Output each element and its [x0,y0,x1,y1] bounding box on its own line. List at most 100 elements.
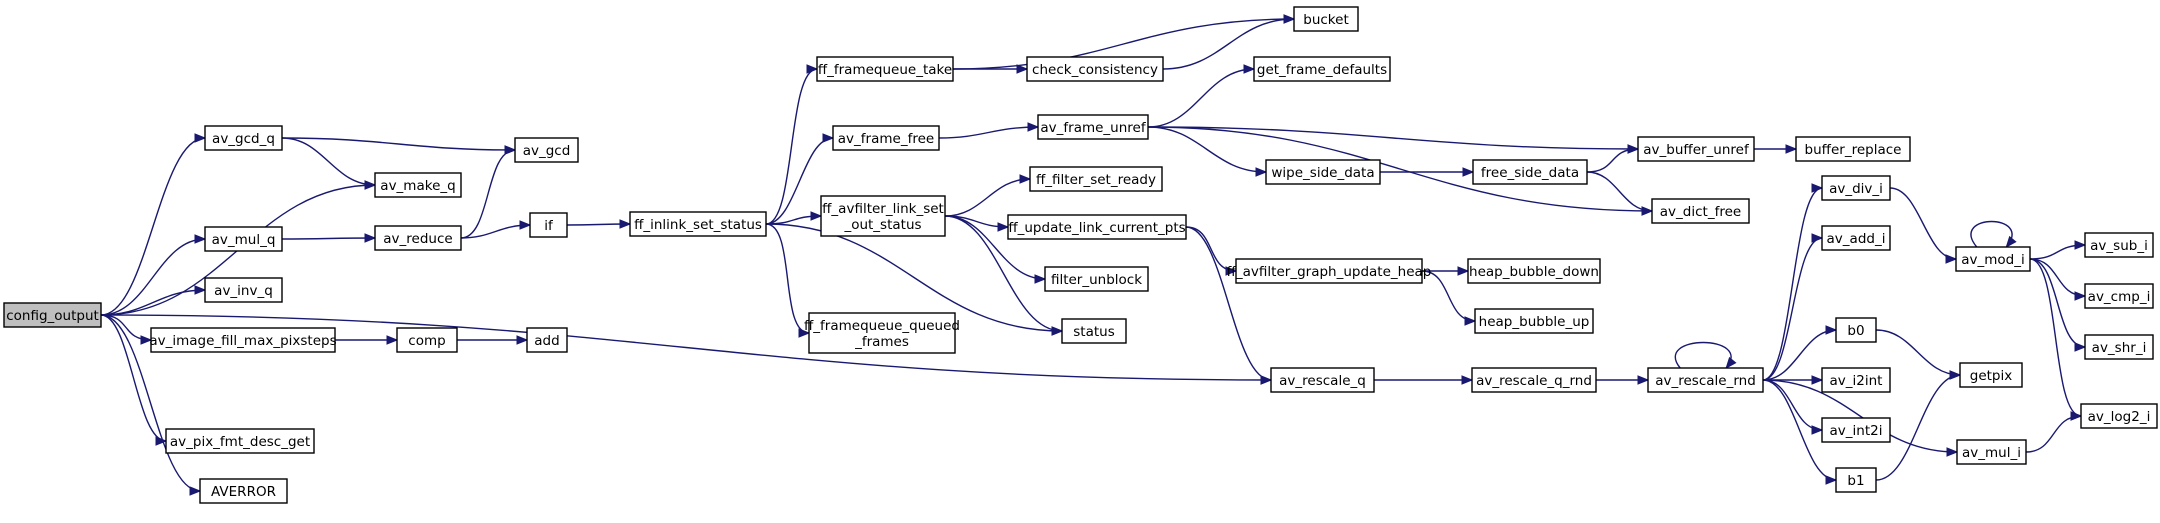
edge-arrowhead [2074,240,2087,250]
edge-line [2029,258,2086,348]
edge-config_output-to-av_gcd_q [100,133,207,316]
node-filter_unblock[interactable]: filter_unblock [1044,266,1149,292]
node-av_rescale_q[interactable]: av_rescale_q [1270,367,1375,393]
node-av_gcd_q[interactable]: av_gcd_q [204,125,283,151]
node-ff_framequeue_queued_frames[interactable]: ff_framequeue_queued_frames [804,312,960,354]
node-ff_avfilter_graph_update_heap[interactable]: ff_avfilter_graph_update_heap [1227,258,1432,284]
node-av_mod_i[interactable]: av_mod_i [1955,246,2031,272]
node-av_mul_q[interactable]: av_mul_q [204,226,283,252]
edge-line [1147,126,1639,150]
edge-av_buffer_unref-to-buffer_replace [1753,144,1798,154]
node-label: av_shr_i [2092,340,2147,356]
node-getpix[interactable]: getpix [1959,362,2023,388]
edge-line [1147,68,1255,128]
node-av_dict_free[interactable]: av_dict_free [1651,198,1750,224]
node-label: av_int2i [1830,423,1883,439]
node-ff_filter_set_ready[interactable]: ff_filter_set_ready [1029,166,1163,192]
edge-arrowhead [1027,122,1040,132]
edge-arrowhead [519,220,532,230]
node-heap_bubble_up[interactable]: heap_bubble_up [1474,308,1594,334]
node-box [808,312,956,354]
edge-av_mod_i-to-av_log2_i [2029,258,2083,421]
node-label: ff_avfilter_link_set [822,201,944,217]
node-av_div_i[interactable]: av_div_i [1821,175,1891,201]
node-av_int2i[interactable]: av_int2i [1821,417,1891,443]
node-comp[interactable]: comp [396,327,458,353]
nodes-layer: config_output av_gcd_q av_gcd av_make_q av_m… [3,6,2158,504]
edge-arrowhead [1637,375,1650,385]
edge-arrowhead [1641,206,1654,216]
node-config_output[interactable]: config_output [3,302,102,328]
node-av_cmp_i[interactable]: av_cmp_i [2084,283,2154,309]
node-av_sub_i[interactable]: av_sub_i [2084,232,2154,258]
node-wipe_side_data[interactable]: wipe_side_data [1265,159,1381,185]
edge-arrowhead [504,145,517,155]
node-av_shr_i[interactable]: av_shr_i [2084,334,2154,360]
node-label: av_cmp_i [2088,289,2151,305]
node-av_rescale_q_rnd[interactable]: av_rescale_q_rnd [1471,367,1597,393]
edge-arrowhead [1811,233,1824,243]
edge-arrowhead [1016,64,1029,74]
node-box [1471,367,1597,393]
node-av_frame_unref[interactable]: av_frame_unref [1037,114,1149,140]
node-b1[interactable]: b1 [1835,467,1877,493]
edge-ff_update_link_current_pts-to-av_rescale_q [1185,226,1273,385]
node-box [816,56,954,82]
node-label: av_rescale_rnd [1655,373,1756,389]
edge-line [1889,187,1957,260]
node-ff_inlink_set_status[interactable]: ff_inlink_set_status [629,211,767,237]
node-add[interactable]: add [526,327,568,353]
node-av_i2int[interactable]: av_i2int [1821,367,1891,393]
edge-line [100,314,167,442]
edge-ff_inlink_set_status-to-ff_framequeue_queued_frames [765,223,811,338]
node-av_gcd[interactable]: av_gcd [514,137,579,163]
node-box [1821,175,1891,201]
node-av_inv_q[interactable]: av_inv_q [204,277,283,303]
node-ff_avfilter_link_set_out_status[interactable]: ff_avfilter_link_set_out_status [820,195,946,237]
node-status[interactable]: status [1061,318,1127,344]
node-if[interactable]: if [529,212,568,238]
node-free_side_data[interactable]: free_side_data [1472,159,1588,185]
node-av_mul_i[interactable]: av_mul_i [1956,439,2027,465]
node-b0[interactable]: b0 [1835,317,1877,343]
node-box [1265,159,1381,185]
node-box [529,212,568,238]
node-label: add [534,333,559,349]
node-av_buffer_unref[interactable]: av_buffer_unref [1637,136,1755,162]
node-box [204,277,283,303]
edge-arrowhead [194,133,207,143]
node-av_add_i[interactable]: av_add_i [1821,225,1891,251]
node-heap_bubble_down[interactable]: heap_bubble_down [1467,258,1601,284]
node-bucket[interactable]: bucket [1293,6,1359,32]
node-buffer_replace[interactable]: buffer_replace [1795,136,1911,162]
node-box [396,327,458,353]
node-box [514,137,579,163]
edge-if-to-ff_inlink_set_status [566,219,632,229]
edge-line [1674,341,1732,369]
node-av_reduce[interactable]: av_reduce [374,225,462,251]
edge-arrowhead [364,233,377,243]
node-av_image_fill_max_pixsteps[interactable]: av_image_fill_max_pixsteps [149,327,337,353]
edge-arrowhead [140,335,153,345]
node-label: check_consistency [1032,62,1158,78]
node-av_frame_free[interactable]: av_frame_free [832,125,940,151]
edge-arrowhead [1464,316,1477,326]
node-av_log2_i[interactable]: av_log2_i [2080,403,2158,429]
node-AVERROR[interactable]: AVERROR [199,478,288,504]
node-get_frame_defaults[interactable]: get_frame_defaults [1253,56,1391,82]
node-label: wipe_side_data [1271,165,1374,181]
edge-av_rescale_rnd-to-av_add_i [1762,233,1824,381]
edge-av_rescale_rnd-to-av_mul_i [1762,379,1959,457]
edge-line [765,223,810,334]
node-ff_framequeue_take[interactable]: ff_framequeue_take [816,56,954,82]
edge-arrowhead [810,211,823,221]
node-ff_update_link_current_pts[interactable]: ff_update_link_current_pts [1007,214,1187,240]
node-av_pix_fmt_desc_get[interactable]: av_pix_fmt_desc_get [165,428,315,454]
edge-line [1162,18,1295,70]
node-box [629,211,767,237]
edge-arrowhead [1825,475,1838,485]
node-check_consistency[interactable]: check_consistency [1026,56,1164,82]
node-av_rescale_rnd[interactable]: av_rescale_rnd [1647,367,1764,393]
node-box [1474,308,1594,334]
node-av_make_q[interactable]: av_make_q [374,172,462,198]
